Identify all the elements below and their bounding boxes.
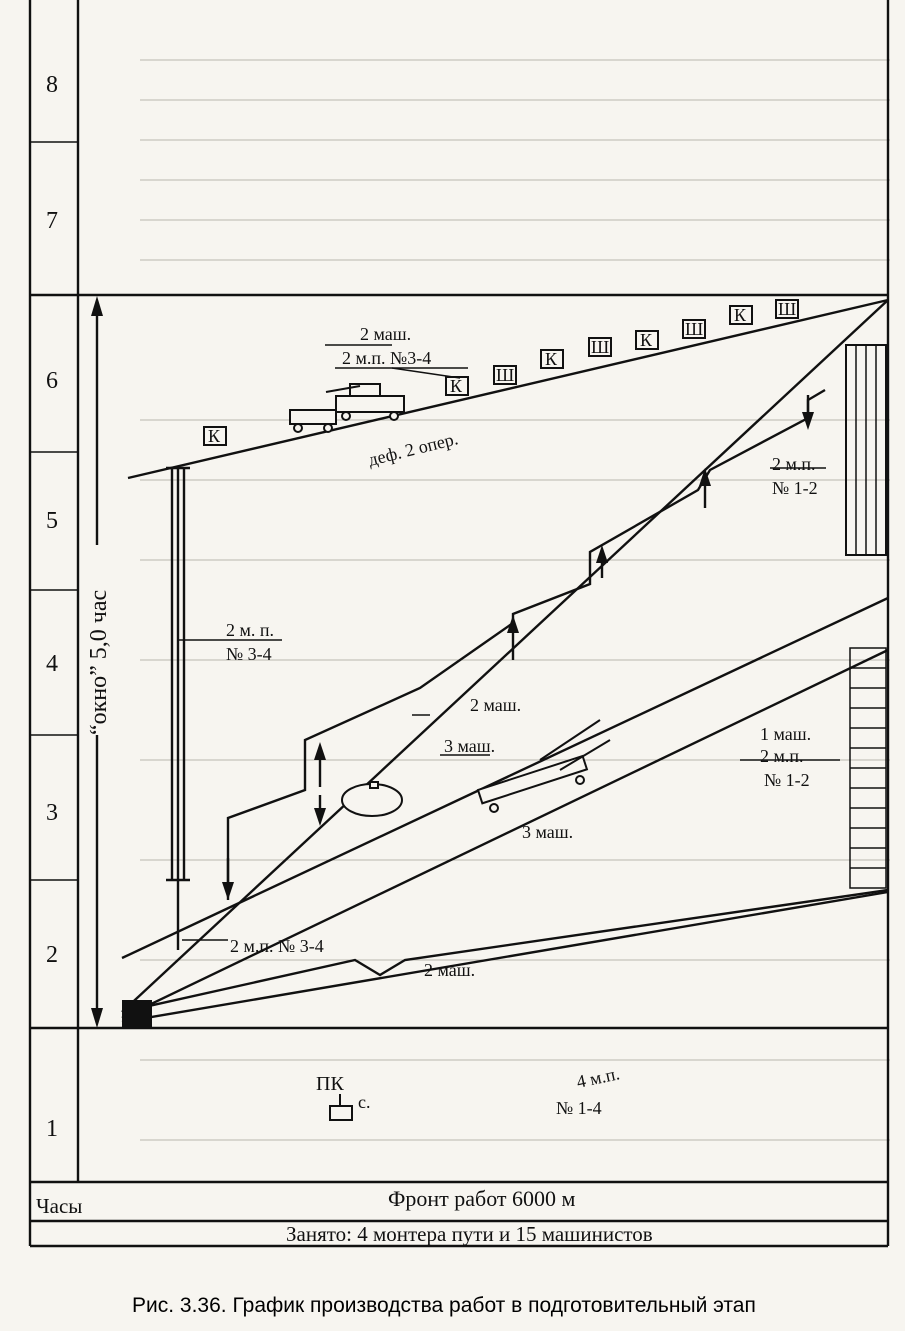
label-2mp-12-a: 2 м.п. xyxy=(772,454,816,474)
svg-text:Ш: Ш xyxy=(685,319,703,339)
k-box: К xyxy=(540,349,564,369)
label-2mash-bot: 2 маш. xyxy=(424,960,475,980)
right-stack-bottom xyxy=(849,647,887,889)
marker-boxes: К К Ш К Ш К Ш К xyxy=(203,299,799,446)
svg-text:Ш: Ш xyxy=(496,365,514,385)
label-2mp-mid: 2 м. п. xyxy=(226,620,274,640)
hours-header: Часы xyxy=(36,1194,82,1218)
label-2mp-34-bot: 2 м.п. № 3-4 xyxy=(230,936,324,956)
hour-label: 6 xyxy=(46,368,58,394)
sh-box: Ш xyxy=(775,299,799,319)
svg-text:Ш: Ш xyxy=(778,299,796,319)
diagram-labels: 2 маш. 2 м.п. №3-4 деф. 2 опер. 2 м.п. №… xyxy=(226,324,818,1118)
svg-text:К: К xyxy=(545,349,558,369)
sh-box: Ш xyxy=(682,319,706,339)
leader-lines xyxy=(178,344,840,941)
k-box: К xyxy=(635,330,659,350)
k-box: К xyxy=(203,426,227,446)
svg-text:К: К xyxy=(208,426,221,446)
label-pk: ПК xyxy=(316,1073,344,1095)
machine-icon-top xyxy=(289,383,405,433)
label-34-mid: № 3-4 xyxy=(226,644,272,664)
label-2mp-b: 2 м.п. xyxy=(760,746,804,766)
window-arrow: “окно” 5,0 час xyxy=(84,296,112,1028)
stepped-line xyxy=(222,388,826,900)
window-label: “окно” 5,0 час xyxy=(86,590,112,735)
label-1mash: 1 маш. xyxy=(760,724,811,744)
figure-caption: Рис. 3.36. График производства работ в п… xyxy=(132,1294,756,1317)
label-14: № 1-4 xyxy=(556,1098,602,1118)
k-box: К xyxy=(445,376,469,396)
occupied-label: Занято: 4 монтера пути и 15 машинистов xyxy=(286,1222,653,1246)
label-3mash-b: 3 маш. xyxy=(522,822,573,842)
hour-label: 2 xyxy=(46,942,58,968)
label-3mash-a: 3 маш. xyxy=(444,736,495,756)
k-box: К xyxy=(729,305,753,325)
black-marker xyxy=(122,1000,152,1028)
label-4mp: 4 м.п. xyxy=(575,1063,622,1092)
svg-text:К: К xyxy=(450,376,463,396)
label-c: с. xyxy=(358,1092,371,1112)
label-2mash-top: 2 маш. xyxy=(360,324,411,344)
label-12-b: № 1-2 xyxy=(764,770,810,790)
work-lines xyxy=(121,298,889,1024)
hour-label: 8 xyxy=(46,72,58,98)
hour-label: 1 xyxy=(46,1116,58,1142)
sh-box: Ш xyxy=(493,365,517,385)
pk-symbol xyxy=(329,1094,353,1121)
hour-label: 5 xyxy=(46,508,58,534)
label-12-a: № 1-2 xyxy=(772,478,818,498)
front-label: Фронт работ 6000 м xyxy=(388,1186,576,1211)
hour-label: 7 xyxy=(46,208,58,234)
hour-label: 4 xyxy=(46,651,58,677)
right-stack-top xyxy=(845,344,887,556)
crew-marker xyxy=(166,466,190,950)
svg-text:К: К xyxy=(640,330,653,350)
label-2mp-34-top: 2 м.п. №3-4 xyxy=(342,348,431,368)
svg-text:К: К xyxy=(734,305,747,325)
diagram-frame xyxy=(28,0,890,1248)
label-def: деф. 2 опер. xyxy=(366,428,460,470)
hour-label: 3 xyxy=(46,800,58,826)
hour-labels: 1 2 3 4 5 6 7 8 xyxy=(46,72,58,1142)
background-lines xyxy=(140,59,890,1141)
sh-box: Ш xyxy=(588,337,612,357)
machine-icon-bottom xyxy=(341,719,611,817)
hour-dividers xyxy=(30,141,78,1029)
label-2mash-mid: 2 маш. xyxy=(470,695,521,715)
svg-text:Ш: Ш xyxy=(591,337,609,357)
